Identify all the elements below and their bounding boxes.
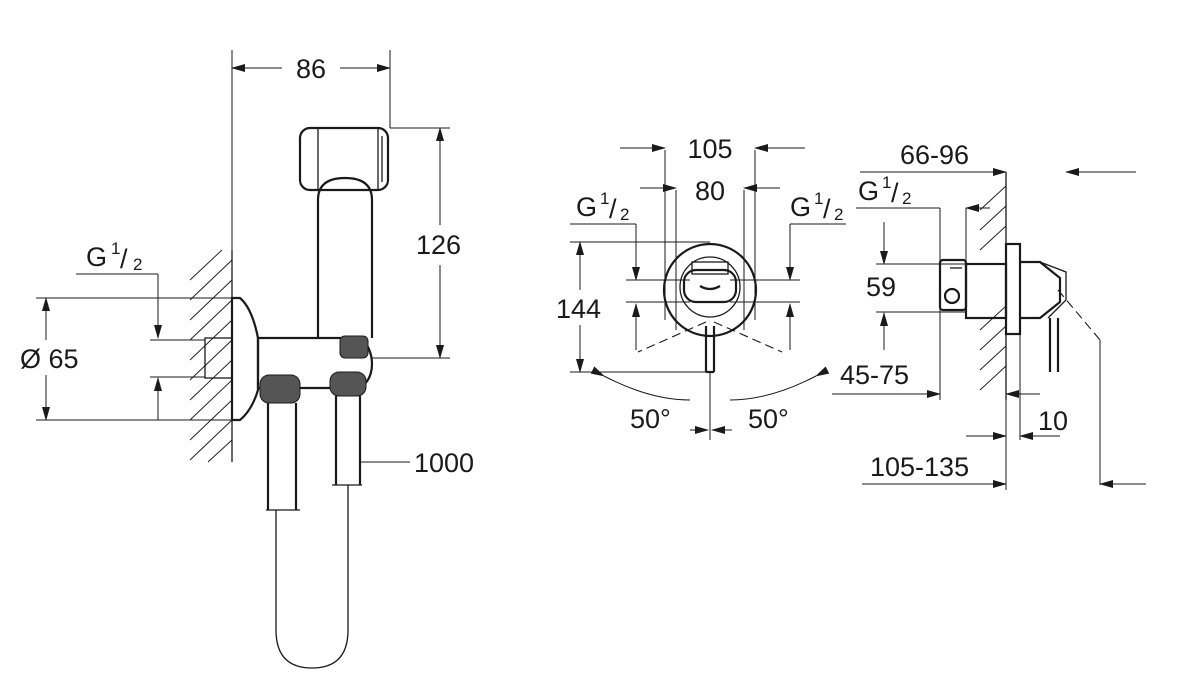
svg-text:2: 2 <box>834 205 843 224</box>
spray-head <box>298 126 390 192</box>
angle-right-label: 50° <box>748 404 789 434</box>
svg-text:/: / <box>891 178 899 208</box>
svg-text:2: 2 <box>620 205 629 224</box>
svg-text:1: 1 <box>600 189 609 208</box>
svg-text:/: / <box>823 194 831 224</box>
front-view: 105 80 G 1 / 2 G 1 / 2 <box>556 134 846 440</box>
valve-body <box>964 262 1008 320</box>
svg-text:2: 2 <box>902 189 911 208</box>
dim-10-label: 10 <box>1038 406 1068 436</box>
svg-text:/: / <box>120 244 128 274</box>
hose <box>266 396 362 510</box>
thread-label-front-right: G 1 / 2 <box>790 189 843 224</box>
dim-45-75-label: 45-75 <box>840 360 909 390</box>
wall-hatching <box>189 249 233 463</box>
hose-loop <box>275 485 349 669</box>
wall-rosette <box>230 296 260 422</box>
knurled-nut-hose-right <box>329 371 367 397</box>
supply-stub <box>204 337 233 379</box>
side-view: 66-96 G 1 / 2 59 45-75 10 <box>832 140 1146 490</box>
diameter-label: Ø 65 <box>20 344 79 374</box>
dim-80-label: 80 <box>695 176 725 206</box>
side-wall-hatching <box>979 172 1007 400</box>
handset-body <box>316 176 374 338</box>
thread-label-front-left: G 1 / 2 <box>576 189 629 224</box>
svg-text:/: / <box>609 194 617 224</box>
svg-text:1: 1 <box>882 173 891 192</box>
angle-left-label: 50° <box>630 404 671 434</box>
thread-label-side: G 1 / 2 <box>858 173 911 208</box>
knurled-nut-top <box>339 335 369 359</box>
dim-86-label: 86 <box>296 54 326 84</box>
dim-59-label: 59 <box>866 272 896 302</box>
thread-label-left: G 1 / 2 <box>86 239 142 274</box>
dim-105-label: 105 <box>687 134 732 164</box>
svg-text:G: G <box>790 192 811 222</box>
svg-text:G: G <box>86 242 107 272</box>
dim-66-96-label: 66-96 <box>900 140 969 170</box>
dim-105-135-label: 105-135 <box>870 452 969 482</box>
left-view: 86 126 G 1 / 2 Ø 65 1000 <box>20 50 474 669</box>
front-rosette <box>662 242 758 338</box>
side-rosette <box>1004 242 1022 336</box>
dim-144-label: 144 <box>556 294 601 324</box>
svg-text:2: 2 <box>133 255 142 274</box>
hose-length-label: 1000 <box>414 448 474 478</box>
svg-text:1: 1 <box>111 239 120 258</box>
svg-text:G: G <box>858 176 879 206</box>
knurled-nut-hose-left <box>259 374 301 404</box>
svg-text:G: G <box>576 192 597 222</box>
svg-text:1: 1 <box>814 189 823 208</box>
dim-126-label: 126 <box>416 230 461 260</box>
